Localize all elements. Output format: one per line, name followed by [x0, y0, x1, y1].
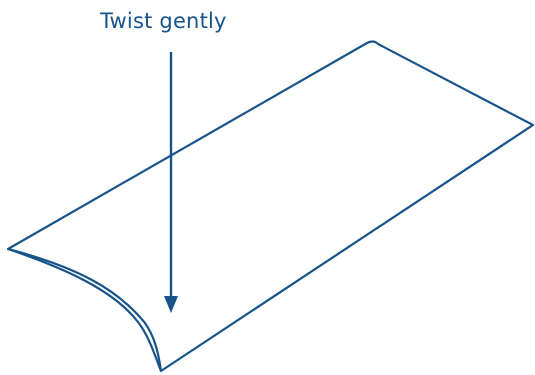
sheet-outline: [6, 40, 535, 373]
sheet-curl-edge: [7, 247, 163, 372]
arrow-head: [164, 296, 178, 313]
twist-instruction-label: Twist gently: [100, 9, 227, 33]
